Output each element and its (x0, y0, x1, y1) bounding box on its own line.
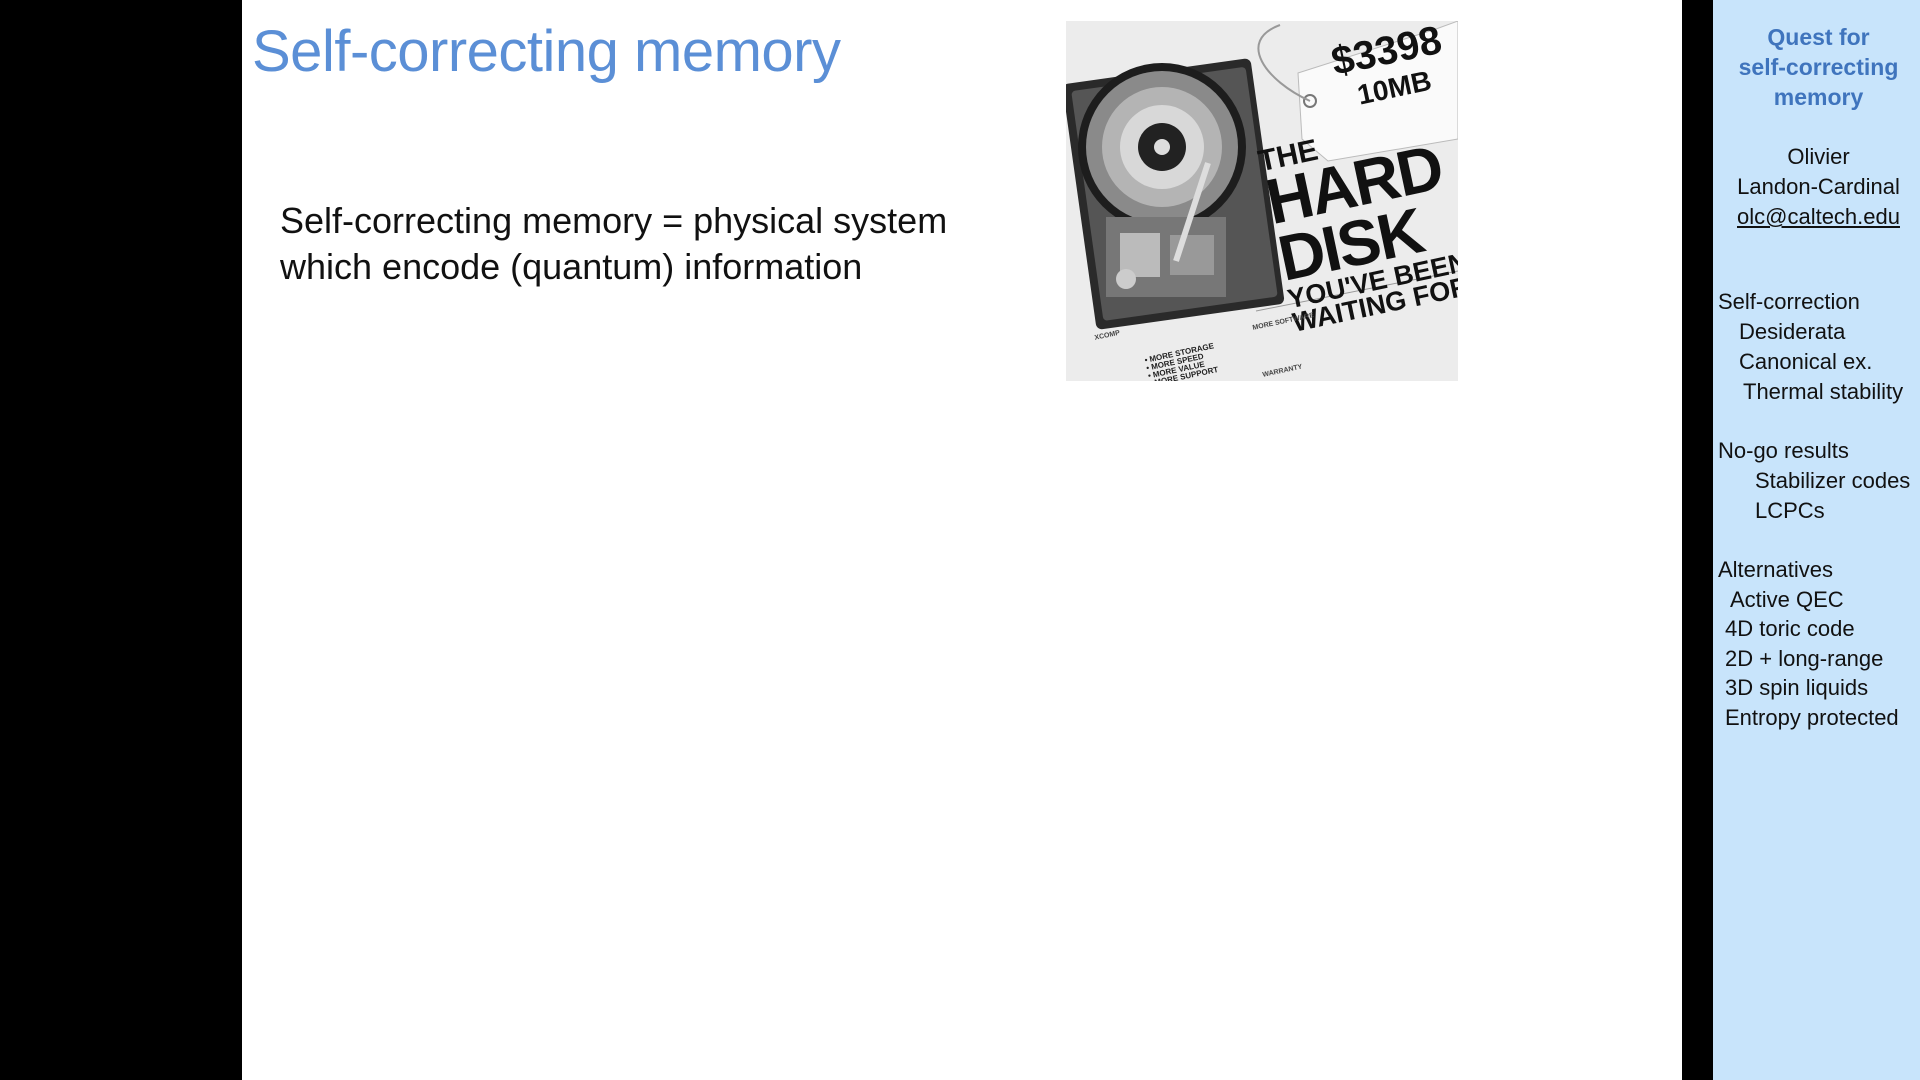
slide: Self-correcting memory Self-correcting m… (242, 0, 1920, 1080)
body-line-1: Self-correcting memory = physical system (280, 200, 948, 241)
outline-sidebar: Quest for self-correcting memory Olivier… (1713, 0, 1920, 1080)
slide-title: Self-correcting memory (252, 19, 841, 84)
outline-item-stabilizer-codes: Stabilizer codes (1755, 468, 1911, 493)
outline-item-active-qec: Active QEC (1730, 587, 1844, 612)
body-line-2: which encode (quantum) information (280, 246, 863, 287)
sidebar-title-line: Quest for (1767, 24, 1870, 50)
outline-item-canonical-ex: Canonical ex. (1739, 349, 1873, 374)
author-email-link[interactable]: olc@caltech.edu (1737, 204, 1900, 229)
outline-item-no-go-results: No-go results (1718, 438, 1849, 463)
outline-item-alternatives: Alternatives (1718, 557, 1833, 582)
sidebar-author: Olivier Landon-Cardinal olc@caltech.edu (1713, 142, 1920, 232)
sidebar-title-line: self-correcting (1738, 54, 1899, 80)
sidebar-title-line: memory (1773, 84, 1864, 110)
author-first-name: Olivier (1787, 144, 1850, 169)
outline-item-3d-spin-liquids: 3D spin liquids (1725, 675, 1869, 700)
outline-item-desiderata: Desiderata (1739, 319, 1846, 344)
outline-item-self-correction: Self-correction (1718, 289, 1860, 314)
author-last-name: Landon-Cardinal (1737, 174, 1900, 199)
outline-item-lcpcs: LCPCs (1755, 498, 1825, 523)
hard-disk-illustration (1066, 21, 1458, 381)
outline-item-4d-toric-code: 4D toric code (1725, 616, 1855, 641)
outline-item-thermal-stability: Thermal stability (1743, 379, 1904, 404)
sidebar-title: Quest for self-correcting memory (1713, 22, 1920, 112)
outline-item-entropy-protected: Entropy protected (1725, 705, 1899, 730)
slide-body: Self-correcting memory = physical system… (280, 198, 947, 290)
hard-disk-ad-image: $3398 10MB THE HARD DISK YOU'VE BEEN WAI… (1066, 21, 1458, 381)
outline-item-2d-long-range: 2D + long-range (1725, 646, 1884, 671)
